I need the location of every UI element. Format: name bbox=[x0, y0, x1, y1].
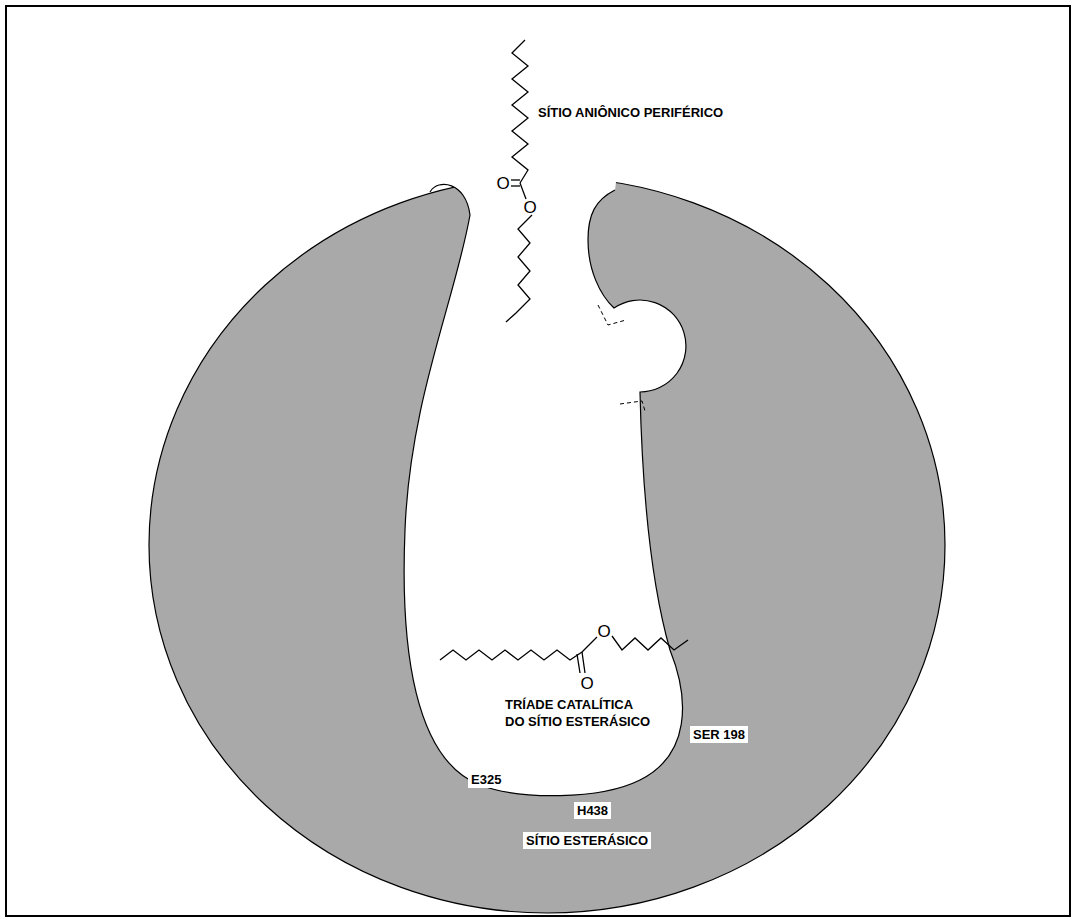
double-bond bbox=[582, 652, 585, 673]
gorge-wall bbox=[404, 184, 686, 795]
active-gorge bbox=[404, 150, 686, 796]
pocket-entrance bbox=[598, 305, 626, 325]
alkyl-chain bbox=[506, 215, 532, 322]
alkyl-chain bbox=[612, 636, 688, 650]
ester-bond bbox=[582, 637, 597, 652]
residue-label: E325 bbox=[468, 771, 504, 788]
double-bond bbox=[577, 654, 580, 673]
oxygen-atom: O bbox=[580, 675, 593, 692]
frame bbox=[6, 6, 1070, 916]
acyl-chain bbox=[440, 650, 582, 660]
oxygen-atom: O bbox=[597, 623, 610, 640]
oxygen-atom: O bbox=[523, 199, 536, 216]
pocket-entrance bbox=[620, 401, 645, 411]
substrate-molecule bbox=[440, 636, 688, 673]
residue-label: SER 198 bbox=[690, 726, 748, 743]
acyl-chain bbox=[512, 40, 528, 183]
oxygen-atom: O bbox=[496, 175, 509, 192]
residue-label: H438 bbox=[574, 802, 611, 819]
ester-bond bbox=[520, 183, 526, 199]
triad-label: TRÍADE CATALÍTICA DO SÍTIO ESTERÁSICO bbox=[505, 696, 654, 730]
site-label: SÍTIO ANIÔNICO PERIFÉRICO bbox=[538, 104, 723, 121]
double-bond bbox=[511, 185, 520, 186]
substrate-molecule bbox=[506, 40, 532, 322]
site-label: SÍTIO ESTERÁSICO bbox=[523, 832, 651, 849]
double-bond bbox=[511, 179, 520, 180]
